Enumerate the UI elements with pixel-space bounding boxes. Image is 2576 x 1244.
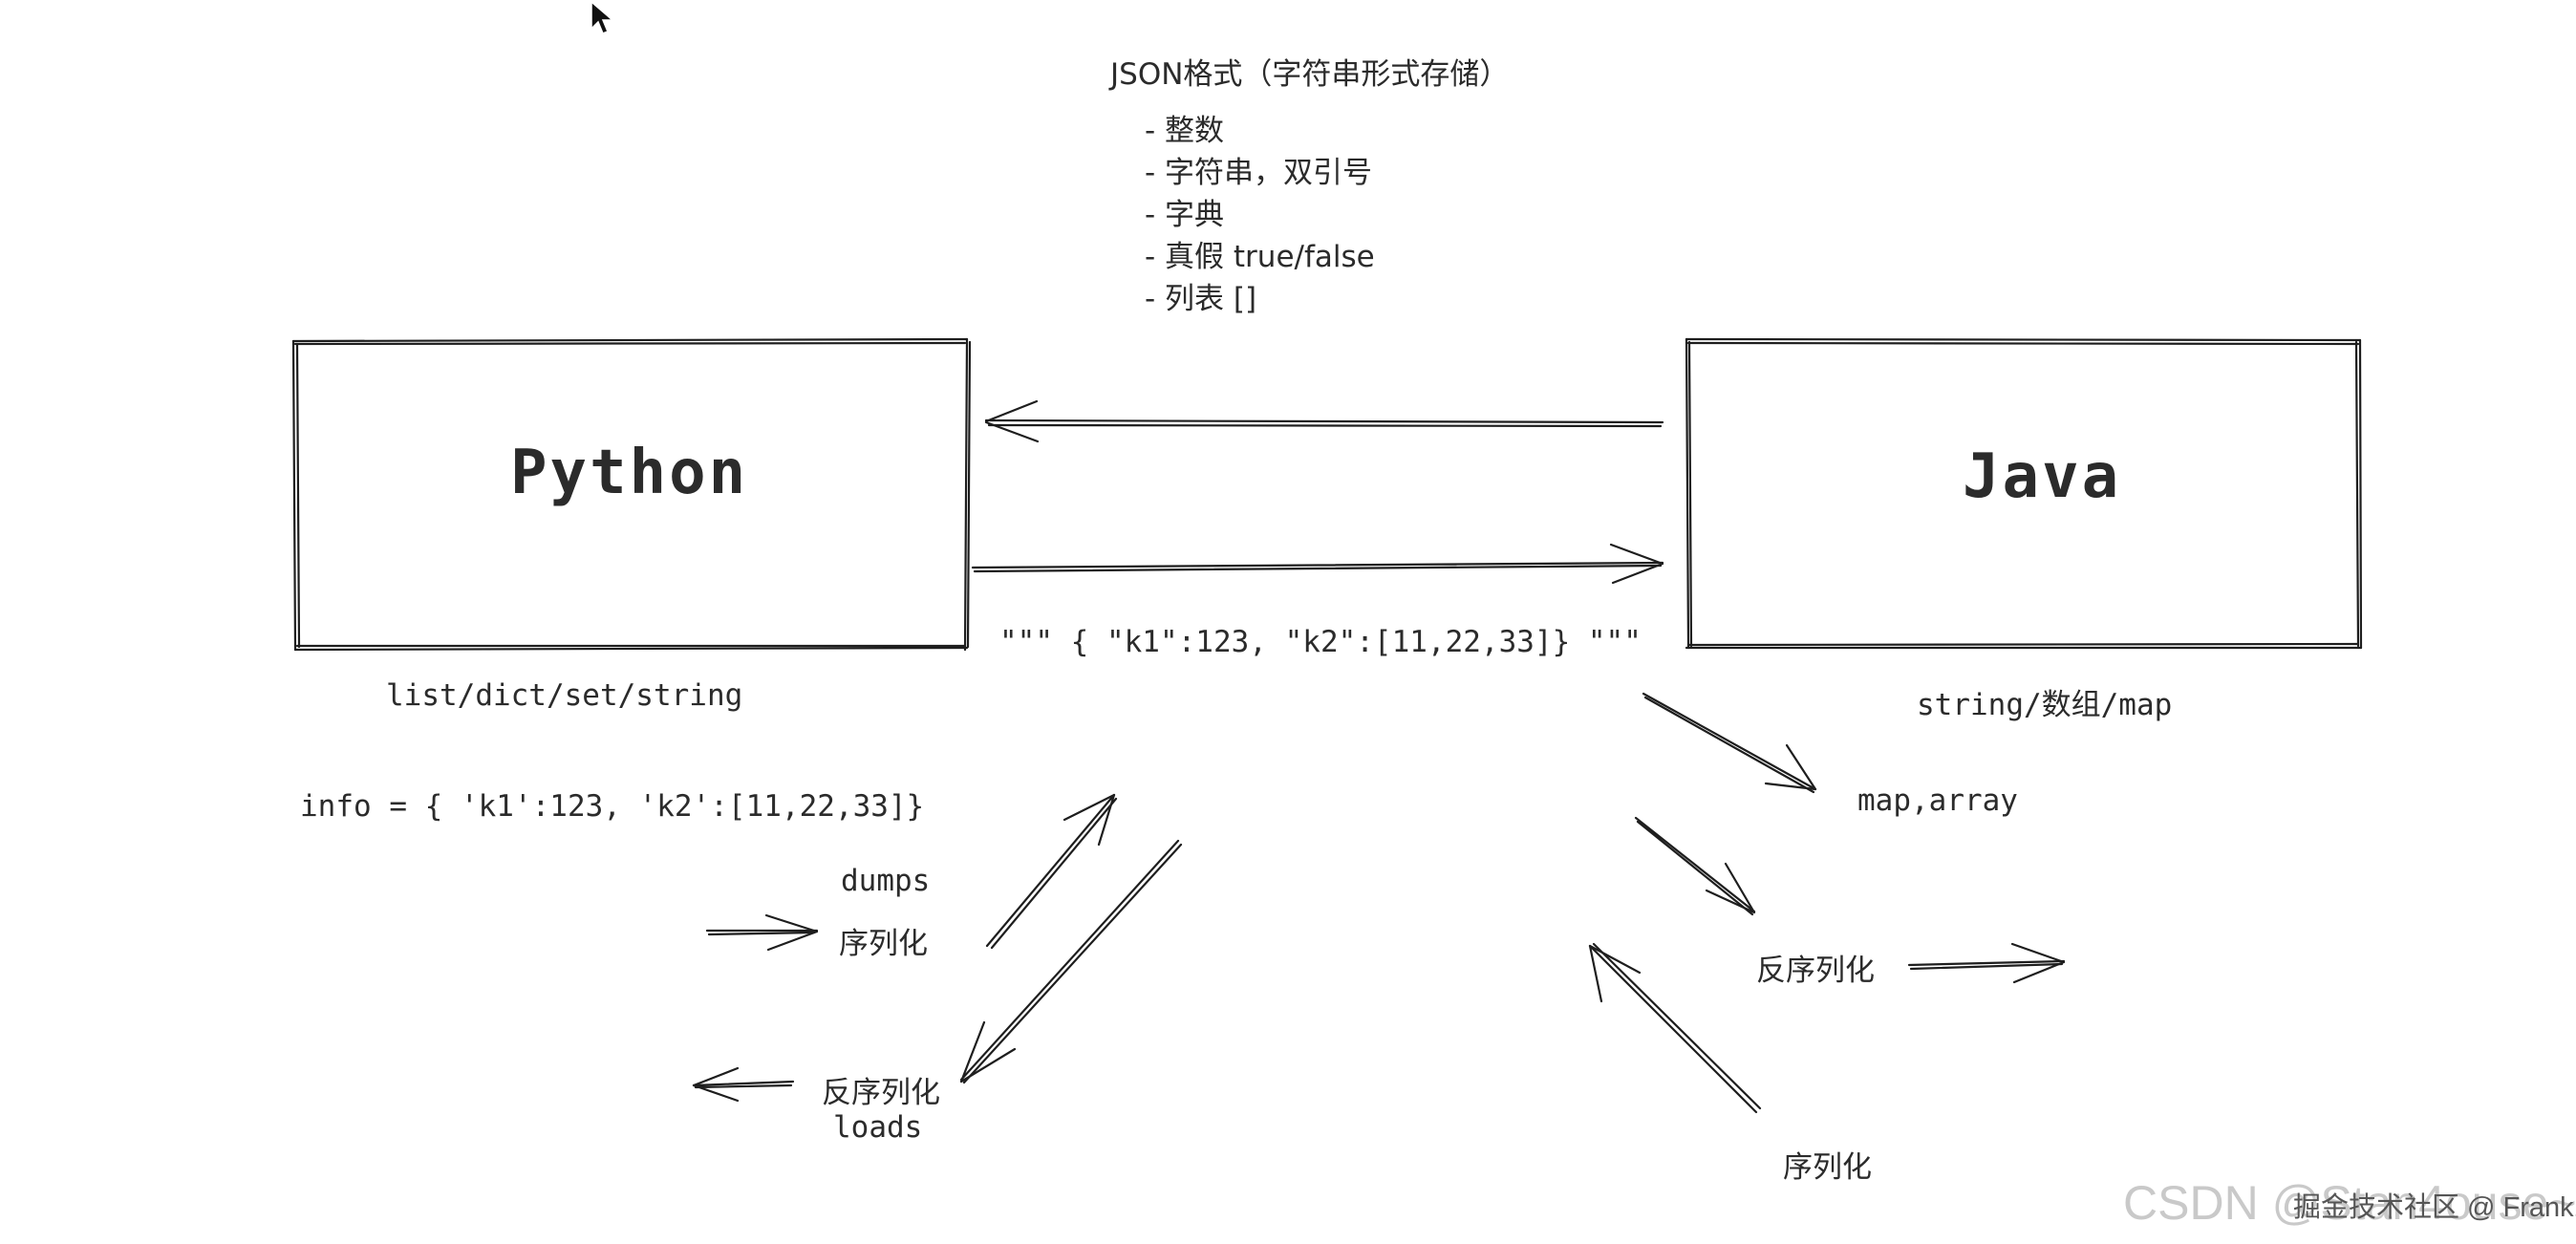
json-format-title: JSON格式（字符串形式存储）	[1110, 57, 1510, 92]
arrow-serialize-right	[1588, 942, 1762, 1114]
python-info-example: info = { 'k1':123, 'k2':[11,22,33]}	[300, 789, 925, 824]
arrow-from-deserialize-left	[692, 1066, 795, 1103]
deserialize-left-label: 反序列化	[822, 1076, 940, 1110]
map-array-label: map,array	[1857, 783, 2018, 818]
serialize-left-label: 序列化	[839, 927, 928, 961]
json-type-item: - 列表 []	[1145, 282, 1257, 316]
arrow-loads	[959, 839, 1183, 1084]
serialize-right-label: 序列化	[1783, 1150, 1872, 1185]
python-box[interactable]	[291, 337, 972, 652]
json-type-item: - 整数	[1145, 114, 1225, 148]
java-label: Java	[1963, 441, 2122, 512]
json-type-item: - 字典	[1145, 198, 1225, 232]
arrow-into-serialize-left	[705, 913, 819, 952]
arrow-java-to-python	[984, 399, 1664, 443]
python-types-label: list/dict/set/string	[386, 678, 743, 713]
loads-label: loads	[833, 1110, 923, 1145]
java-box[interactable]	[1685, 337, 2363, 650]
java-types-label: string/数组/map	[1917, 688, 2173, 722]
deserialize-right-label: 反序列化	[1756, 954, 1875, 988]
json-string-example: """ { "k1":123, "k2":[11,22,33]} """	[999, 625, 1642, 659]
arrow-dumps	[985, 793, 1118, 950]
arrow-to-map-array	[1642, 692, 1817, 794]
juejin-watermark: 掘金技术社区 @ Frank1	[2293, 1192, 2576, 1223]
arrow-to-deserialize-right	[1634, 816, 1756, 916]
dumps-label: dumps	[841, 864, 931, 898]
json-type-list: - 整数 - 字符串，双引号 - 字典 - 真假 true/false - 列表…	[1145, 110, 1375, 320]
arrow-from-deserialize-right	[1907, 942, 2066, 984]
mouse-cursor-icon	[590, 0, 614, 34]
json-type-item: - 真假 true/false	[1145, 240, 1375, 274]
csdn-watermark: CSDN @Stan4ouse~	[2123, 1176, 2576, 1230]
python-label: Python	[510, 438, 749, 508]
arrow-python-to-java	[971, 543, 1664, 585]
json-type-item: - 字符串，双引号	[1145, 156, 1373, 190]
